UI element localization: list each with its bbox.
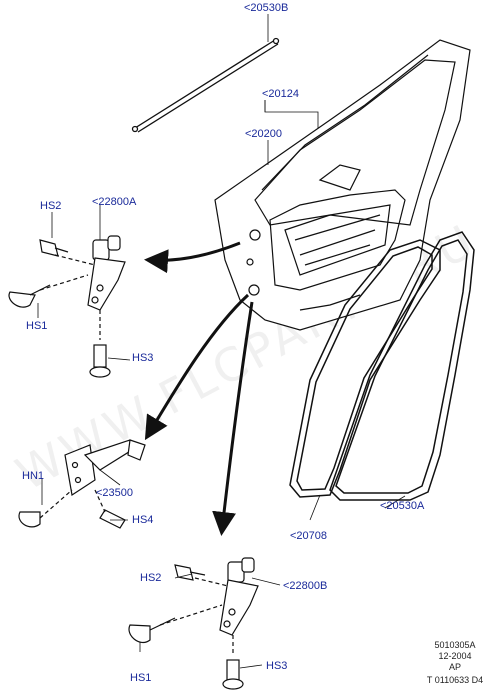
- callout-hs4[interactable]: HS4: [132, 514, 154, 526]
- callout-23500[interactable]: <23500: [96, 487, 134, 499]
- pointer-arrows: [144, 241, 254, 536]
- stamp-line-4: T 0110633 D4: [426, 675, 484, 685]
- stamp-line-2: 12-2004: [438, 651, 472, 661]
- callout-22800a[interactable]: <22800A: [92, 196, 137, 208]
- callout-20124[interactable]: <20124: [262, 88, 300, 100]
- callout-hn1[interactable]: HN1: [22, 470, 45, 482]
- upper-hinge-assembly: [8, 235, 126, 378]
- door-seal-inner: [289, 239, 441, 498]
- callout-hs1-upper[interactable]: HS1: [26, 320, 48, 332]
- stamp-line-3: AP: [448, 662, 461, 672]
- callout-22800b[interactable]: <22800B: [283, 580, 328, 592]
- stamp-line-1: 5010305A: [434, 640, 476, 650]
- callout-20200[interactable]: <20200: [245, 128, 283, 140]
- drawing-stamp: 5010305A 12-2004 AP T 0110633 D4: [418, 640, 492, 686]
- lower-hinge-assembly: [128, 557, 259, 690]
- callout-20708[interactable]: <20708: [290, 530, 328, 542]
- check-strap-assembly: [18, 439, 146, 529]
- top-weatherstrip: [131, 37, 280, 133]
- callout-hs2-lower[interactable]: HS2: [140, 572, 162, 584]
- callout-hs3-lower[interactable]: HS3: [266, 660, 288, 672]
- callout-hs3-upper[interactable]: HS3: [132, 352, 154, 364]
- door-seal-outer: [329, 231, 475, 501]
- callout-20530a[interactable]: <20530A: [380, 500, 425, 512]
- callout-20530b[interactable]: <20530B: [244, 2, 289, 14]
- leader-lines: [37, 14, 406, 669]
- callout-hs2-upper[interactable]: HS2: [40, 200, 62, 212]
- door-shell: [214, 39, 471, 331]
- callout-hs1-lower[interactable]: HS1: [130, 672, 152, 684]
